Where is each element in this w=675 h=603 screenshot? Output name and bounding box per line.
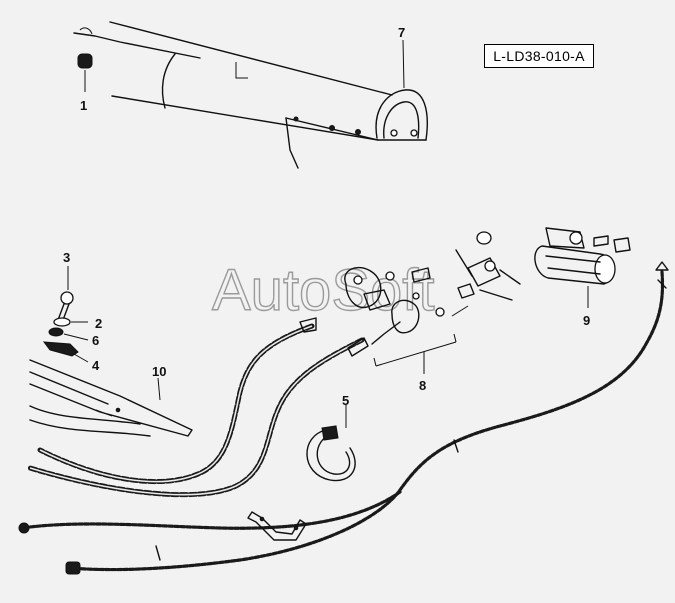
part-4-clamp (42, 341, 89, 363)
part-6-washer (48, 327, 89, 341)
part-3-bolt (57, 266, 74, 321)
battery-cables (27, 317, 369, 498)
part-2-washer (53, 317, 88, 327)
callout-3: 3 (63, 250, 70, 265)
callout-9: 9 (583, 313, 590, 328)
callout-8: 8 (419, 378, 426, 393)
part-10-floor-strip (29, 359, 193, 437)
part-7-cover (73, 21, 428, 169)
wiring-harness (18, 261, 669, 575)
callout-7: 7 (398, 25, 405, 40)
callout-2: 2 (95, 316, 102, 331)
part-8-terminals (344, 231, 521, 374)
watermark-text: AutoSoft (212, 258, 434, 323)
leader-7 (402, 39, 405, 89)
callout-6: 6 (92, 333, 99, 348)
drawing-code-label: L-LD38-010-A (484, 44, 594, 68)
callout-5: 5 (342, 393, 349, 408)
callout-1: 1 (80, 98, 87, 113)
part-1-grommet (77, 53, 93, 92)
part-9-starter-motor (534, 227, 631, 308)
mounting-bracket (247, 511, 307, 541)
callout-10: 10 (152, 364, 166, 379)
part-5-clip (306, 404, 356, 482)
callout-4: 4 (92, 358, 100, 373)
